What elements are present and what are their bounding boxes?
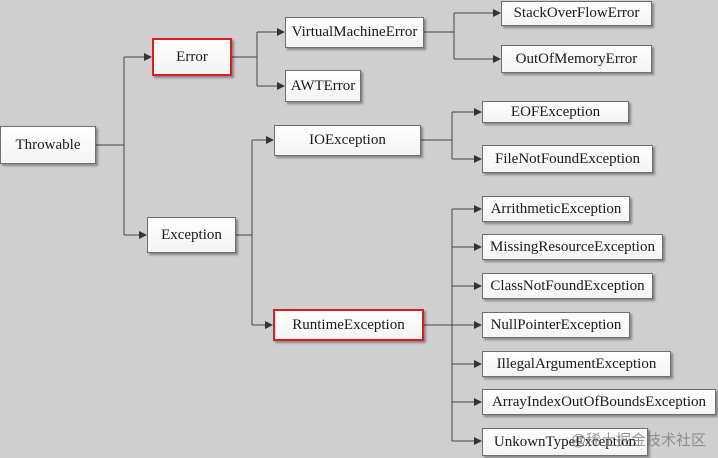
node-io-exception: IOException bbox=[274, 125, 421, 156]
node-array-index-out-of-bounds-exception: ArrayIndexOutOfBoundsException bbox=[482, 389, 716, 415]
node-null-pointer-exception: NullPointerException bbox=[482, 312, 630, 338]
node-eof-exception: EOFException bbox=[482, 101, 629, 123]
node-exception: Exception bbox=[147, 217, 236, 253]
node-awt-error: AWTError bbox=[285, 70, 361, 102]
node-throwable: Throwable bbox=[0, 126, 96, 164]
watermark-text: @稀土掘金技术社区 bbox=[570, 431, 706, 449]
node-missing-resource-exception: MissingResourceException bbox=[482, 234, 663, 260]
node-class-not-found-exception: ClassNotFoundException bbox=[482, 273, 653, 299]
node-unkown-type-exception: UnkownTypeException bbox=[482, 428, 648, 456]
node-error: Error bbox=[152, 38, 232, 76]
node-virtual-machine-error: VirtualMachineError bbox=[285, 17, 424, 48]
node-arrithmetic-exception: ArrithmeticException bbox=[482, 196, 630, 222]
node-file-not-found-exception: FileNotFoundException bbox=[482, 145, 653, 173]
node-runtime-exception: RuntimeException bbox=[273, 309, 424, 341]
node-stack-overflow-error: StackOverFlowError bbox=[501, 1, 652, 26]
node-illegal-argument-exception: IllegalArgumentException bbox=[482, 351, 671, 377]
node-out-of-memory-error: OutOfMemoryError bbox=[501, 45, 652, 73]
